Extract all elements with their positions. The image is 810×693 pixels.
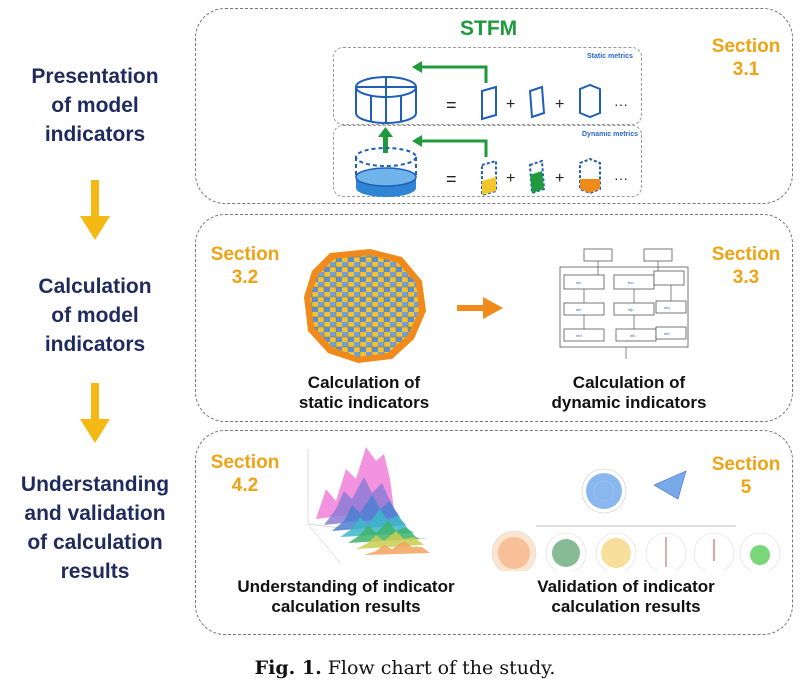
step-label-line: indicators <box>44 333 146 356</box>
section-number: 5 <box>740 477 752 498</box>
section-word: Section <box>711 36 781 57</box>
static-metrics-box <box>333 47 642 125</box>
step-label-line: indicators <box>44 123 146 146</box>
caption-line: static indicators <box>298 393 430 412</box>
section-word: Section <box>711 244 781 265</box>
step-label-line: of model <box>51 94 139 117</box>
radar-top-right <box>653 470 687 500</box>
section-label-3-1: Section 3.1 <box>696 35 796 81</box>
svg-text:nfq: nfq <box>664 305 670 310</box>
stfm-title: STFM <box>460 17 518 40</box>
section-label-3-2: Section 3.2 <box>200 243 290 289</box>
dynamic-metrics-box <box>333 125 642 197</box>
static-slice-icon <box>481 83 601 121</box>
step-label-line: results <box>60 560 130 583</box>
panel-calculation: Section 3.2 Section 3.3 <box>195 214 793 422</box>
svg-text:nfd: nfd <box>576 333 582 338</box>
step-label-presentation: Presentation of model indicators <box>0 62 190 149</box>
dynamic-metrics-tag: Dynamic metrics <box>582 131 639 138</box>
svg-text:nfc: nfc <box>576 280 581 285</box>
section-label-5: Section 5 <box>696 453 796 499</box>
green-up-arrow-icon <box>378 127 393 153</box>
caption-static-indicators: Calculation of static indicators <box>274 373 454 413</box>
city-map-image <box>304 249 426 363</box>
plus-sign: + <box>506 96 515 113</box>
section-number: 3.2 <box>231 267 259 288</box>
step-label-calculation: Calculation of model indicators <box>0 272 190 359</box>
step-label-understanding: Understanding and validation of calculat… <box>0 470 190 586</box>
ellipsis: ··· <box>614 96 628 112</box>
caption-line: Calculation of <box>307 373 421 392</box>
caption-dynamic-indicators: Calculation of dynamic indicators <box>529 373 729 413</box>
panel-understanding: Section 4.2 Section 5 <box>195 430 793 635</box>
green-feedback-arrow-icon <box>412 61 488 83</box>
3d-ridge-chart-image <box>307 447 430 565</box>
section-word: Section <box>210 244 280 265</box>
radar-bottom-row <box>491 530 781 571</box>
dynamic-slice-icon <box>481 157 601 197</box>
panel-presentation: STFM Section 3.1 Static metrics Dynamic … <box>195 8 793 204</box>
green-feedback-arrow-icon <box>412 135 488 157</box>
ellipsis: ··· <box>614 170 628 186</box>
caption-line: Understanding of indicator <box>237 577 455 596</box>
equals-sign: = <box>446 169 457 189</box>
figure-label: Fig. 1. <box>254 657 322 679</box>
equals-sign: = <box>446 95 457 115</box>
step-label-line: and validation <box>24 502 166 525</box>
dynamic-cylinder-icon <box>355 147 417 197</box>
radar-plots-image <box>491 468 781 571</box>
step-label-line: Understanding <box>20 473 170 496</box>
static-cylinder-icon <box>355 76 417 124</box>
section-word: Section <box>711 454 781 475</box>
step-label-line: Presentation <box>31 65 159 88</box>
caption-validation-results: Validation of indicator calculation resu… <box>516 577 736 617</box>
dynamic-calculation-flowchart: nfc foo nfc nfp nfq nfd nfc nfe <box>559 248 689 359</box>
radar-top-left <box>581 468 627 514</box>
down-arrow-icon <box>80 180 110 240</box>
section-number: 3.1 <box>732 59 760 80</box>
figure-caption: Fig. 1.Flow chart of the study. <box>0 657 810 679</box>
step-label-line: of calculation <box>27 531 163 554</box>
plus-sign: + <box>555 170 564 187</box>
svg-text:nfc: nfc <box>630 333 635 338</box>
static-metrics-tag: Static metrics <box>587 53 633 60</box>
plus-sign: + <box>555 96 564 113</box>
caption-understanding-results: Understanding of indicator calculation r… <box>226 577 466 617</box>
section-word: Section <box>210 452 280 473</box>
caption-line: Validation of indicator <box>537 577 715 596</box>
caption-line: dynamic indicators <box>551 393 707 412</box>
down-arrow-icon <box>80 383 110 443</box>
svg-text:nfp: nfp <box>628 307 634 312</box>
svg-text:nfc: nfc <box>576 307 581 312</box>
section-label-3-3: Section 3.3 <box>696 243 796 289</box>
section-number: 4.2 <box>231 475 259 496</box>
step-label-line: Calculation <box>38 275 152 298</box>
section-label-4-2: Section 4.2 <box>200 451 290 497</box>
caption-line: calculation results <box>551 597 701 616</box>
caption-line: Calculation of <box>572 373 686 392</box>
caption-line: calculation results <box>271 597 421 616</box>
section-number: 3.3 <box>732 267 760 288</box>
stfm-decomposition-diagram: = + + ··· = <box>355 61 628 197</box>
svg-text:foo: foo <box>628 280 634 285</box>
step-label-line: of model <box>51 304 139 327</box>
plus-sign: + <box>506 170 515 187</box>
svg-text:nfe: nfe <box>664 331 670 336</box>
figure-caption-text: Flow chart of the study. <box>327 657 556 679</box>
orange-right-arrow-icon <box>457 297 503 319</box>
